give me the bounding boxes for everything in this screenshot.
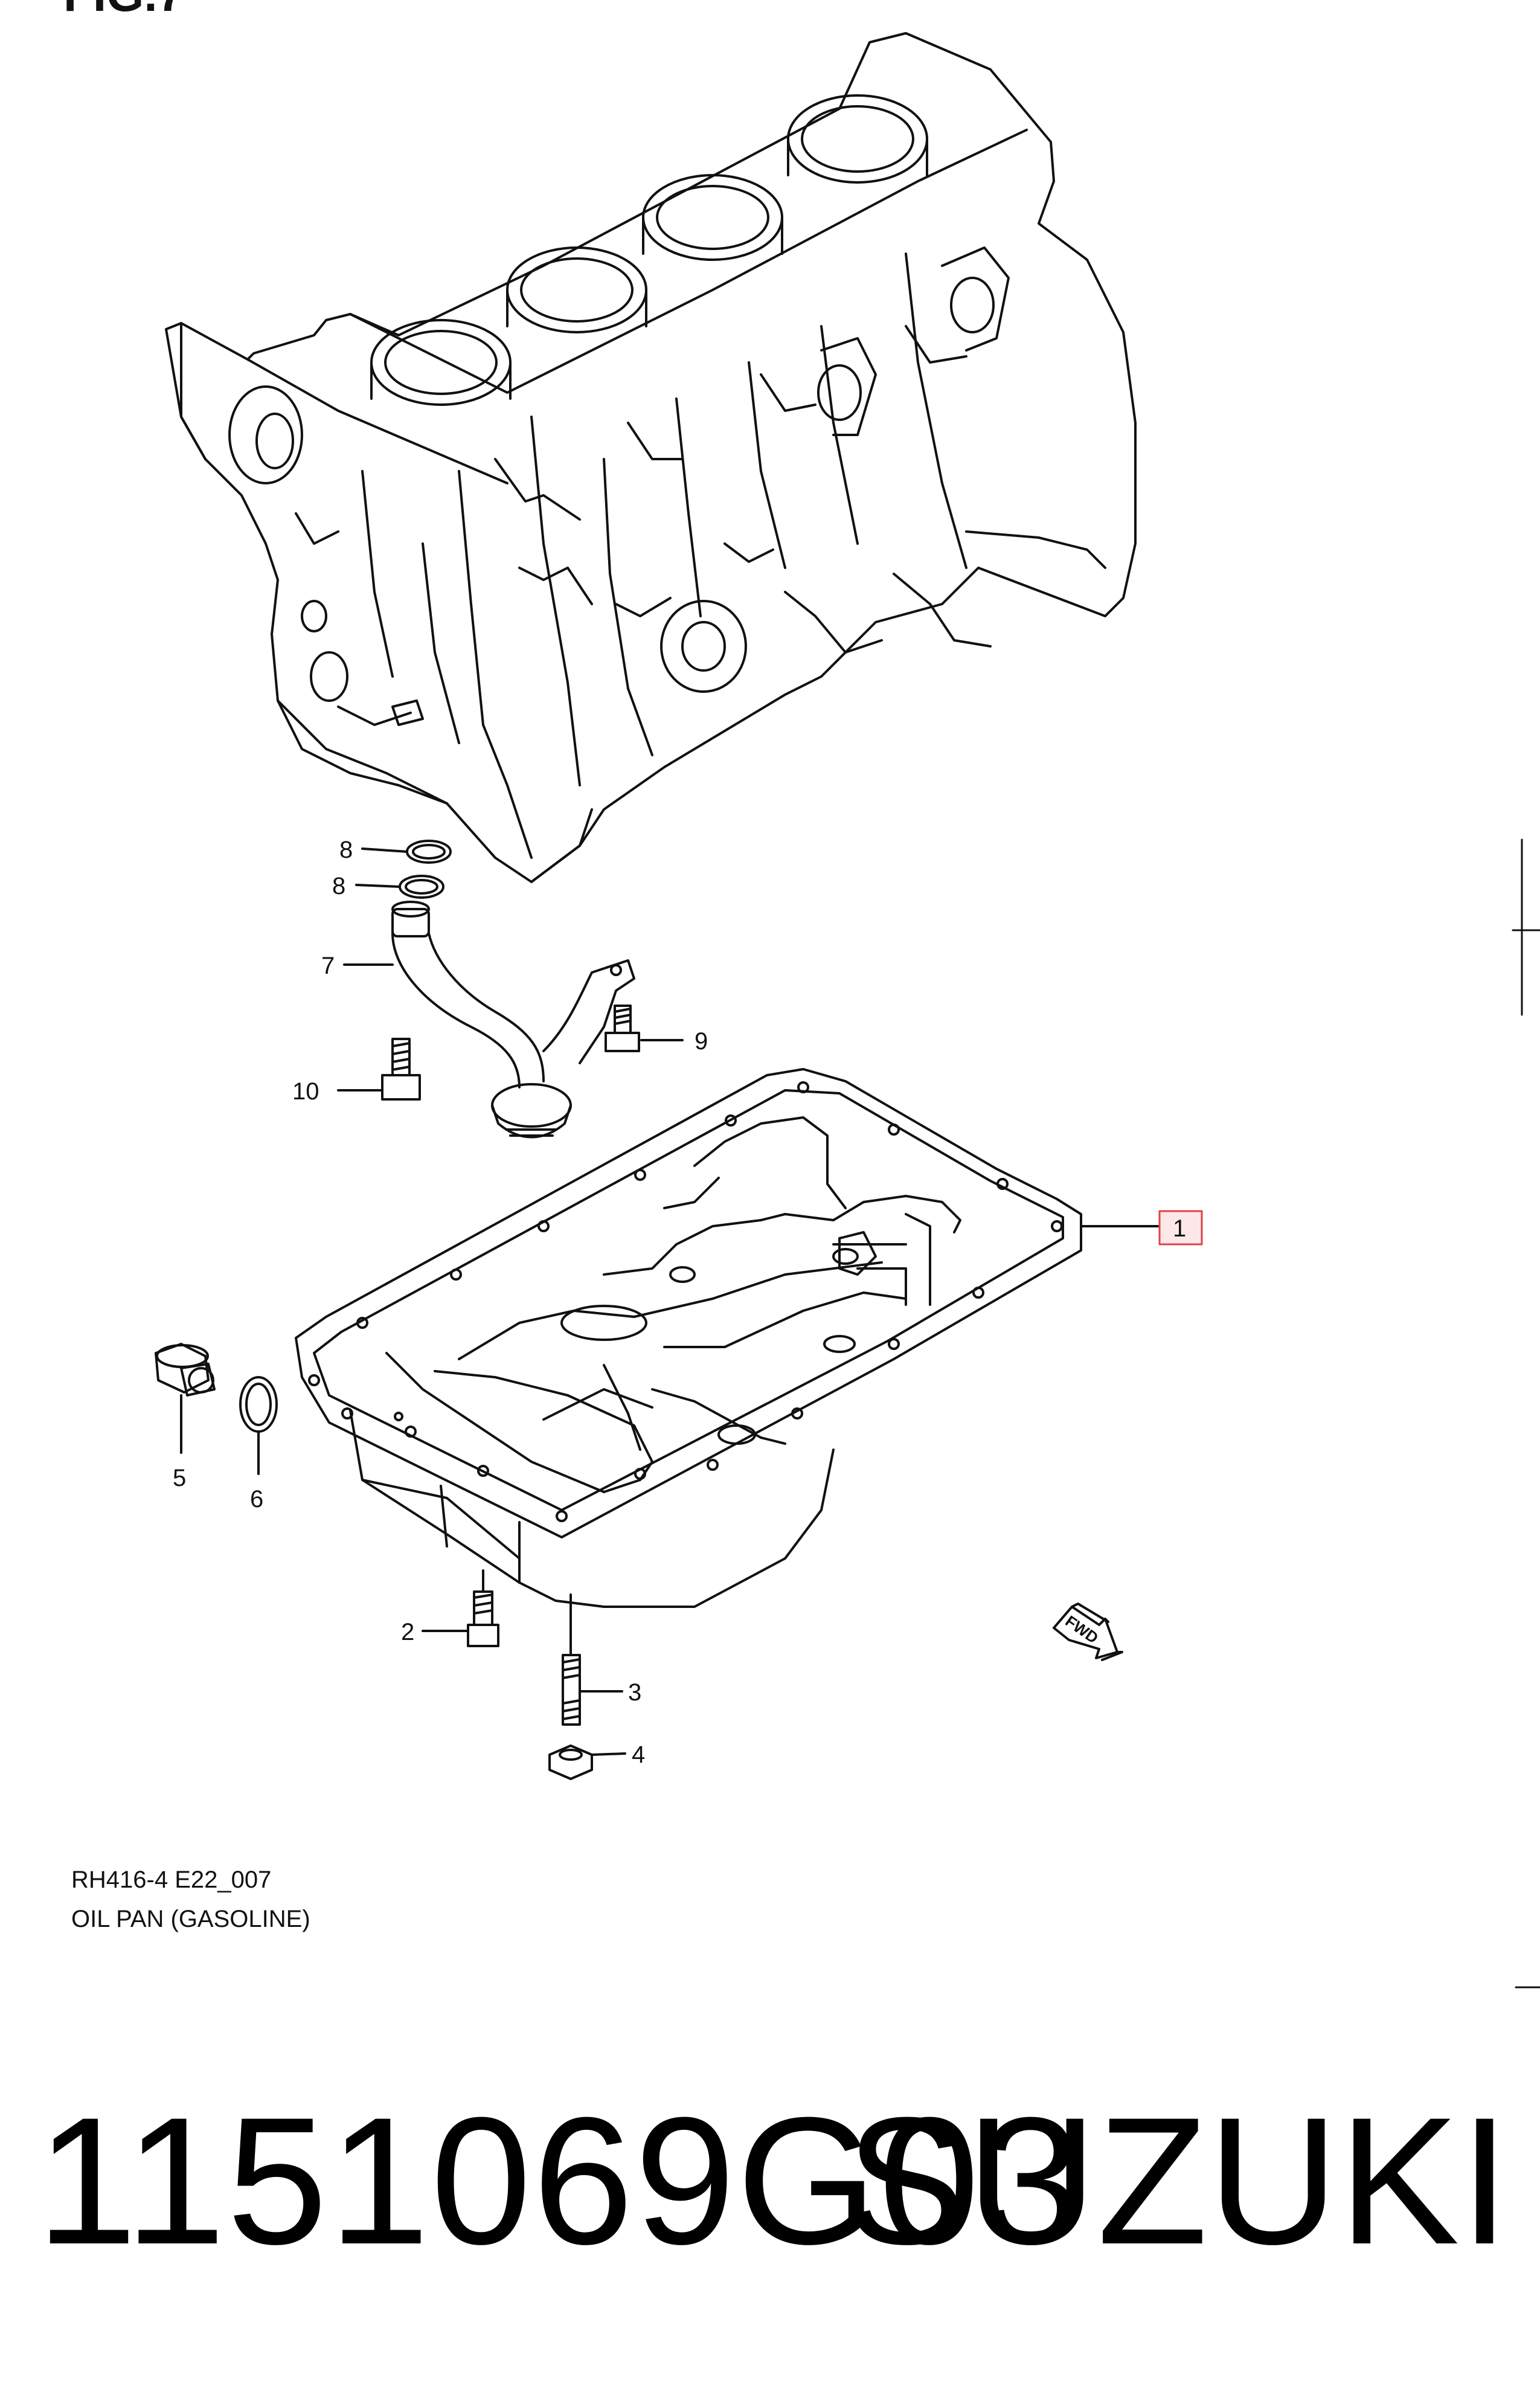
pan-bolt-holes — [308, 1081, 1063, 1522]
fwd-arrow-icon: FWD — [1053, 1603, 1123, 1661]
nut-4 — [548, 1744, 593, 1780]
callout-2: 2 — [401, 1619, 414, 1645]
bolt-9 — [605, 1005, 640, 1052]
callout-10: 10 — [292, 1078, 319, 1105]
brand-name: SUZUKI — [845, 2079, 1510, 2282]
figure-code: RH416-4 E22_007 — [71, 1866, 271, 1893]
cylinder-bore-3 — [642, 174, 783, 261]
callout-8-lower: 8 — [332, 873, 345, 899]
engine-block — [165, 32, 1137, 883]
callout-3: 3 — [628, 1679, 641, 1706]
callout-4: 4 — [632, 1741, 645, 1768]
callout-8-upper: 8 — [339, 837, 353, 863]
callout-9: 9 — [695, 1028, 708, 1055]
parts-diagram: FIG.7 — [63, 0, 1540, 1989]
callout-5: 5 — [173, 1465, 186, 1491]
callout-1: 1 — [1173, 1215, 1186, 1242]
drain-gasket — [239, 1376, 278, 1433]
footer — [0, 1993, 1540, 2392]
o-ring-upper — [406, 840, 452, 864]
callout-6: 6 — [250, 1486, 263, 1513]
callout-7: 7 — [321, 953, 335, 979]
drain-plug — [155, 1343, 216, 1397]
figure-header: FIG.7 — [63, 0, 184, 21]
stud-3 — [562, 1654, 581, 1726]
cylinder-bore-1 — [370, 319, 512, 406]
callout-1-highlight — [1158, 1210, 1203, 1246]
callout-labels: 1 2 3 4 5 6 7 8 8 9 10 — [173, 837, 1186, 1768]
oil-strainer-pipe — [391, 901, 635, 1139]
cylinder-bore-4 — [787, 94, 928, 184]
oil-pan — [295, 1068, 1082, 1608]
bolt-2 — [467, 1590, 499, 1647]
part-number: 1151069G03 — [36, 2079, 1083, 2282]
o-ring-lower — [399, 875, 444, 899]
bolt-10 — [381, 1038, 421, 1101]
cylinder-bore-2 — [506, 246, 647, 333]
figure-title: OIL PAN (GASOLINE) — [71, 1906, 310, 1932]
